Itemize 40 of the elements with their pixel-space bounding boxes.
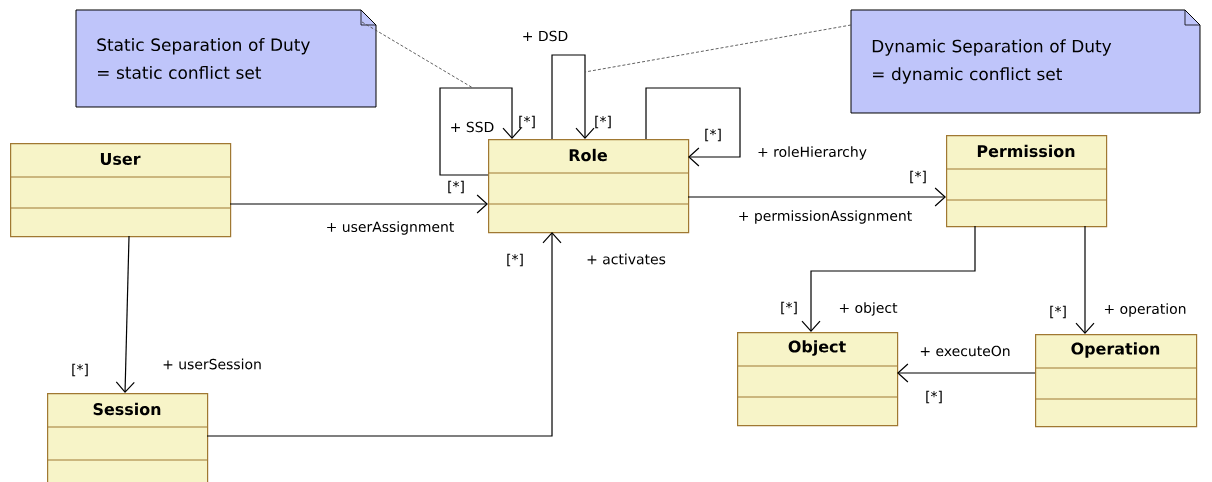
multiplicity-label: [*] <box>519 115 535 129</box>
edge-label: + permissionAssignment <box>739 210 912 224</box>
association-arrow <box>645 87 741 167</box>
multiplicity-label: [*] <box>926 390 942 404</box>
multiplicity-label: [*] <box>507 253 523 267</box>
edge-label: + executeOn <box>920 345 1010 357</box>
association-arrow <box>115 235 135 393</box>
association-arrow <box>897 363 1036 383</box>
association-arrow <box>551 54 595 140</box>
multiplicity-label: [*] <box>595 115 611 129</box>
leader-line <box>584 24 852 73</box>
edge-label: + roleHierarchy <box>758 146 867 160</box>
leader-line <box>361 21 474 89</box>
multiplicity-label: [*] <box>781 301 797 315</box>
edge-label: + activates <box>587 253 666 265</box>
note-box: Static Separation of Duty = static conflict set <box>75 9 377 108</box>
multiplicity-label: [*] <box>910 170 926 184</box>
association-arrow <box>687 187 946 207</box>
class-box: Permission <box>945 135 1108 228</box>
multiplicity-label: [*] <box>1050 305 1066 319</box>
multiplicity-label: [*] <box>72 363 88 377</box>
class-box: Session <box>46 393 209 482</box>
class-box: Object <box>736 332 899 427</box>
multiplicity-label: [*] <box>705 128 721 142</box>
class-box: Operation <box>1034 334 1198 428</box>
association-arrow <box>1075 225 1095 334</box>
edge-label: + DSD <box>523 30 568 42</box>
association-arrow <box>229 194 488 214</box>
multiplicity-label: [*] <box>448 180 464 194</box>
association-arrow <box>801 225 976 332</box>
edge-label: + SSD <box>451 121 494 133</box>
class-box: User <box>9 143 232 238</box>
class-box: Role <box>487 139 690 234</box>
edge-label: + operation <box>1104 303 1186 317</box>
association-arrow <box>206 232 562 437</box>
edge-label: + object <box>839 302 898 316</box>
note-box: Dynamic Separation of Duty = dynamic conflict set <box>850 9 1201 114</box>
edge-label: + userAssignment <box>327 221 454 235</box>
edge-label: + userSession <box>163 358 261 370</box>
association-arrow <box>439 87 522 176</box>
